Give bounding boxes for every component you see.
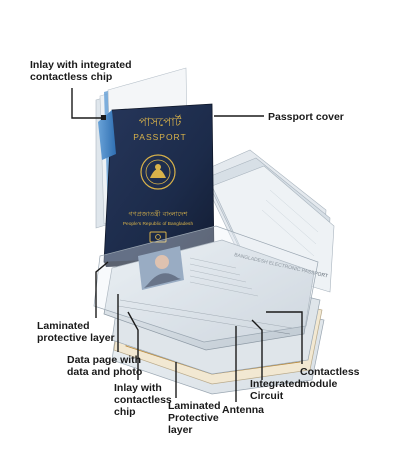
exploded-layers: BANGLADESH ELECTRONIC PASSPORT bbox=[93, 225, 328, 395]
label-contactless-module: Contactless module bbox=[300, 366, 360, 390]
chip-symbol-icon bbox=[149, 231, 167, 243]
label-data-page: Data page with data and photo bbox=[67, 354, 143, 378]
cover-title-en: PASSPORT bbox=[133, 132, 187, 142]
label-passport-cover: Passport cover bbox=[268, 111, 344, 123]
cover-country-bangla: গণপ্রজাতন্ত্রী বাংলাদেশ bbox=[129, 209, 189, 218]
leader-laminated-top bbox=[95, 261, 109, 318]
leader-inlay-bottom bbox=[127, 311, 139, 380]
cover-country-en: People's Republic of Bangladesh bbox=[123, 221, 194, 227]
label-inlay-top: Inlay with integrated contactless chip bbox=[30, 59, 132, 83]
label-antenna: Antenna bbox=[222, 404, 264, 416]
label-inlay-bottom: Inlay with contactless chip bbox=[114, 382, 172, 418]
leader-inlay-top bbox=[71, 88, 104, 119]
holder-photo bbox=[138, 246, 184, 290]
fanned-pages bbox=[199, 149, 335, 293]
label-integrated-circuit: Integrated Circuit bbox=[250, 378, 301, 402]
leader-lines bbox=[71, 88, 303, 402]
label-laminated-top: Laminated protective layer bbox=[37, 320, 115, 344]
cover-title-bangla: পাসপোর্ট bbox=[139, 115, 182, 129]
leader-contactless-module bbox=[266, 311, 303, 364]
label-laminated-bottom: Laminated Protective layer bbox=[168, 400, 221, 436]
leader-integrated-circuit bbox=[251, 319, 263, 380]
bangladesh-emblem-icon bbox=[140, 154, 176, 190]
